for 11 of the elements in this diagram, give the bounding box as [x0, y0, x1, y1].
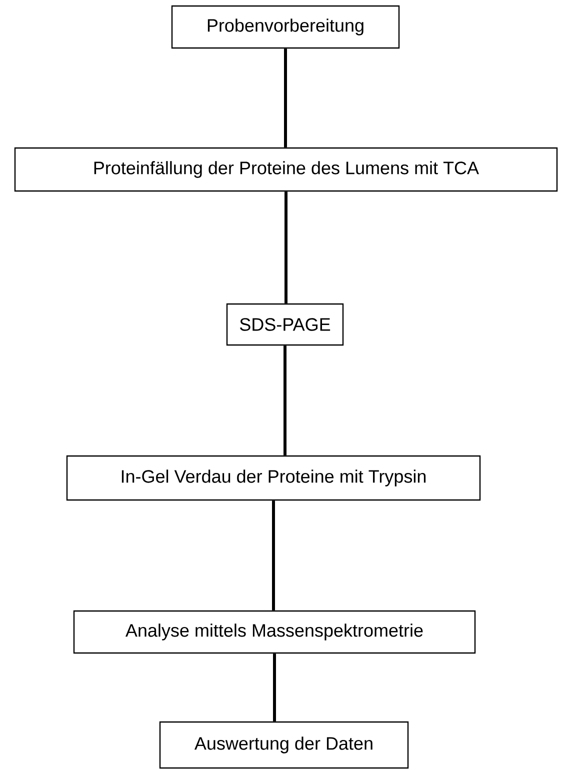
process-box: SDS-PAGE: [226, 303, 344, 346]
connector-line: [284, 192, 288, 304]
connector-line: [284, 346, 286, 456]
process-box: Auswertung der Daten: [159, 721, 409, 769]
process-box: Analyse mittels Massenspektrometrie: [73, 610, 476, 654]
connector-line: [273, 654, 276, 722]
process-box: Proteinfällung der Proteine des Lumens mit TCA: [14, 147, 558, 192]
process-box: Probenvorbereitung: [171, 5, 400, 49]
process-box: In-Gel Verdau der Proteine mit Trypsin: [66, 455, 481, 501]
connector-line: [272, 500, 275, 610]
connector-line: [284, 48, 287, 148]
